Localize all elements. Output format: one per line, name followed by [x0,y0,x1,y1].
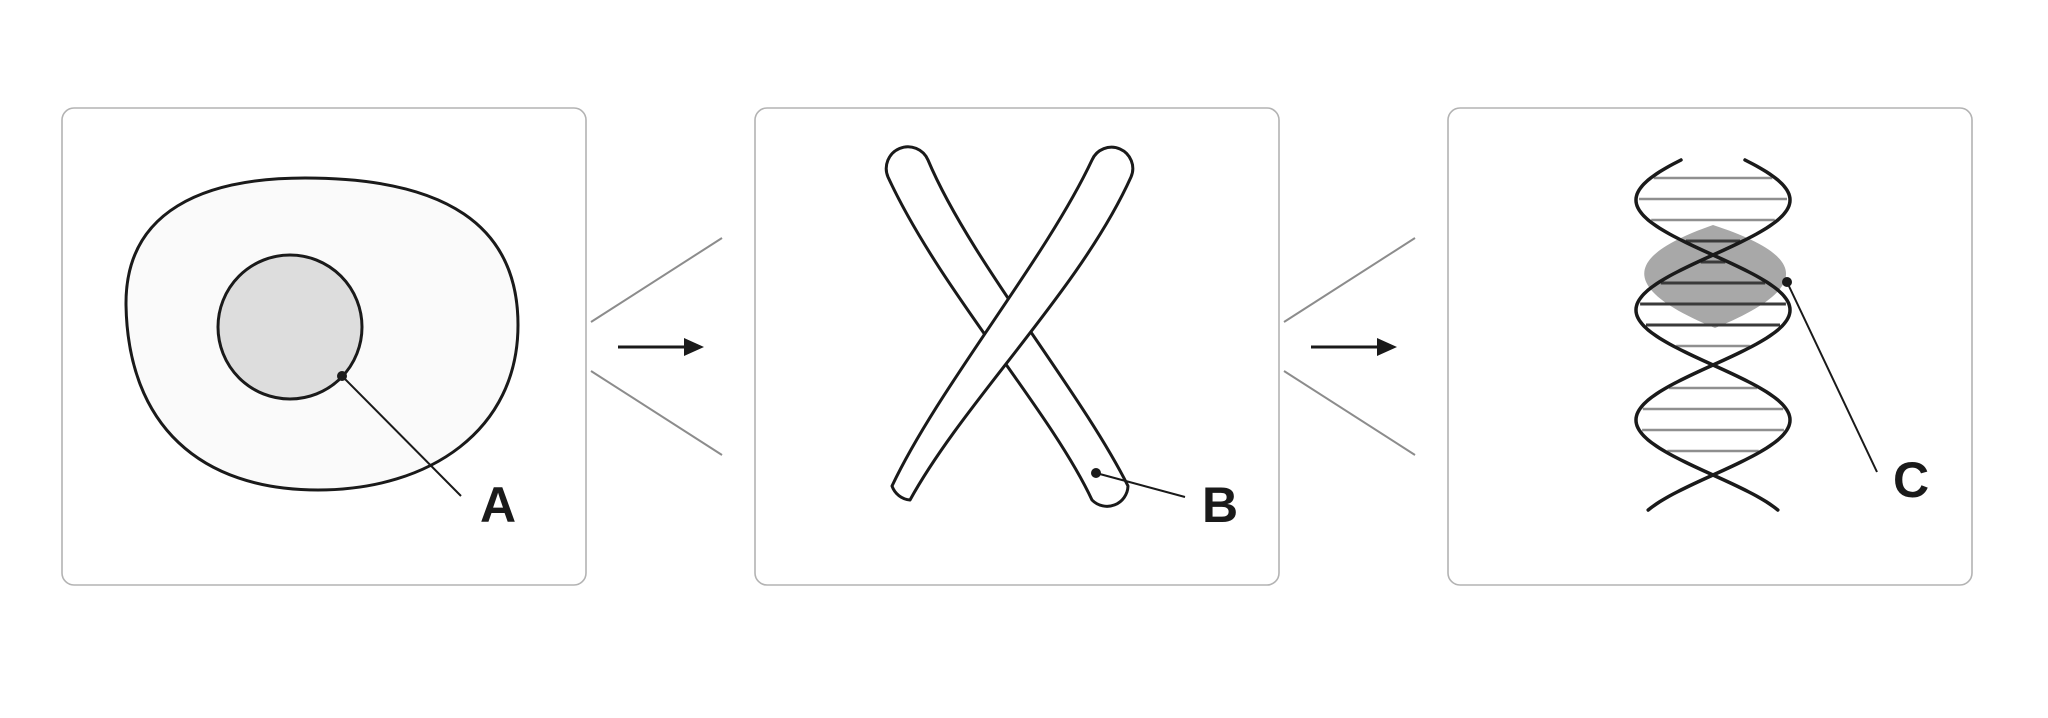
dna-highlight-region [1644,225,1787,328]
dna-double-helix-icon [1634,158,1792,512]
connector-2 [1283,237,1416,456]
leader-dot-b [1091,468,1101,478]
leader-line-c [1786,281,1878,473]
panel-chromosome: B [754,107,1280,586]
label-a: A [480,477,516,533]
leader-line-b [1095,472,1186,498]
leader-line-a [341,375,462,497]
leader-dot-a [337,371,347,381]
zoom-line-upper-2 [1283,237,1416,323]
chromosome-icon [884,145,1135,508]
zoom-line-upper-1 [590,237,723,323]
dna-strand-1 [1634,158,1792,512]
label-b: B [1202,477,1238,533]
zoom-line-lower-1 [590,370,723,456]
label-c: C [1893,452,1929,508]
nucleus [216,253,364,401]
connector-1 [590,237,723,456]
arrow-right-icon [618,338,704,356]
zoom-line-lower-2 [1283,370,1416,456]
arrow-right-icon [1311,338,1397,356]
base-pair-rungs [1639,176,1787,453]
chromatid-front [890,145,1135,502]
panel-cell: A [61,107,587,586]
panel-dna: C [1447,107,1973,586]
dna-strand-2 [1634,158,1792,512]
leader-dot-c [1782,277,1792,287]
